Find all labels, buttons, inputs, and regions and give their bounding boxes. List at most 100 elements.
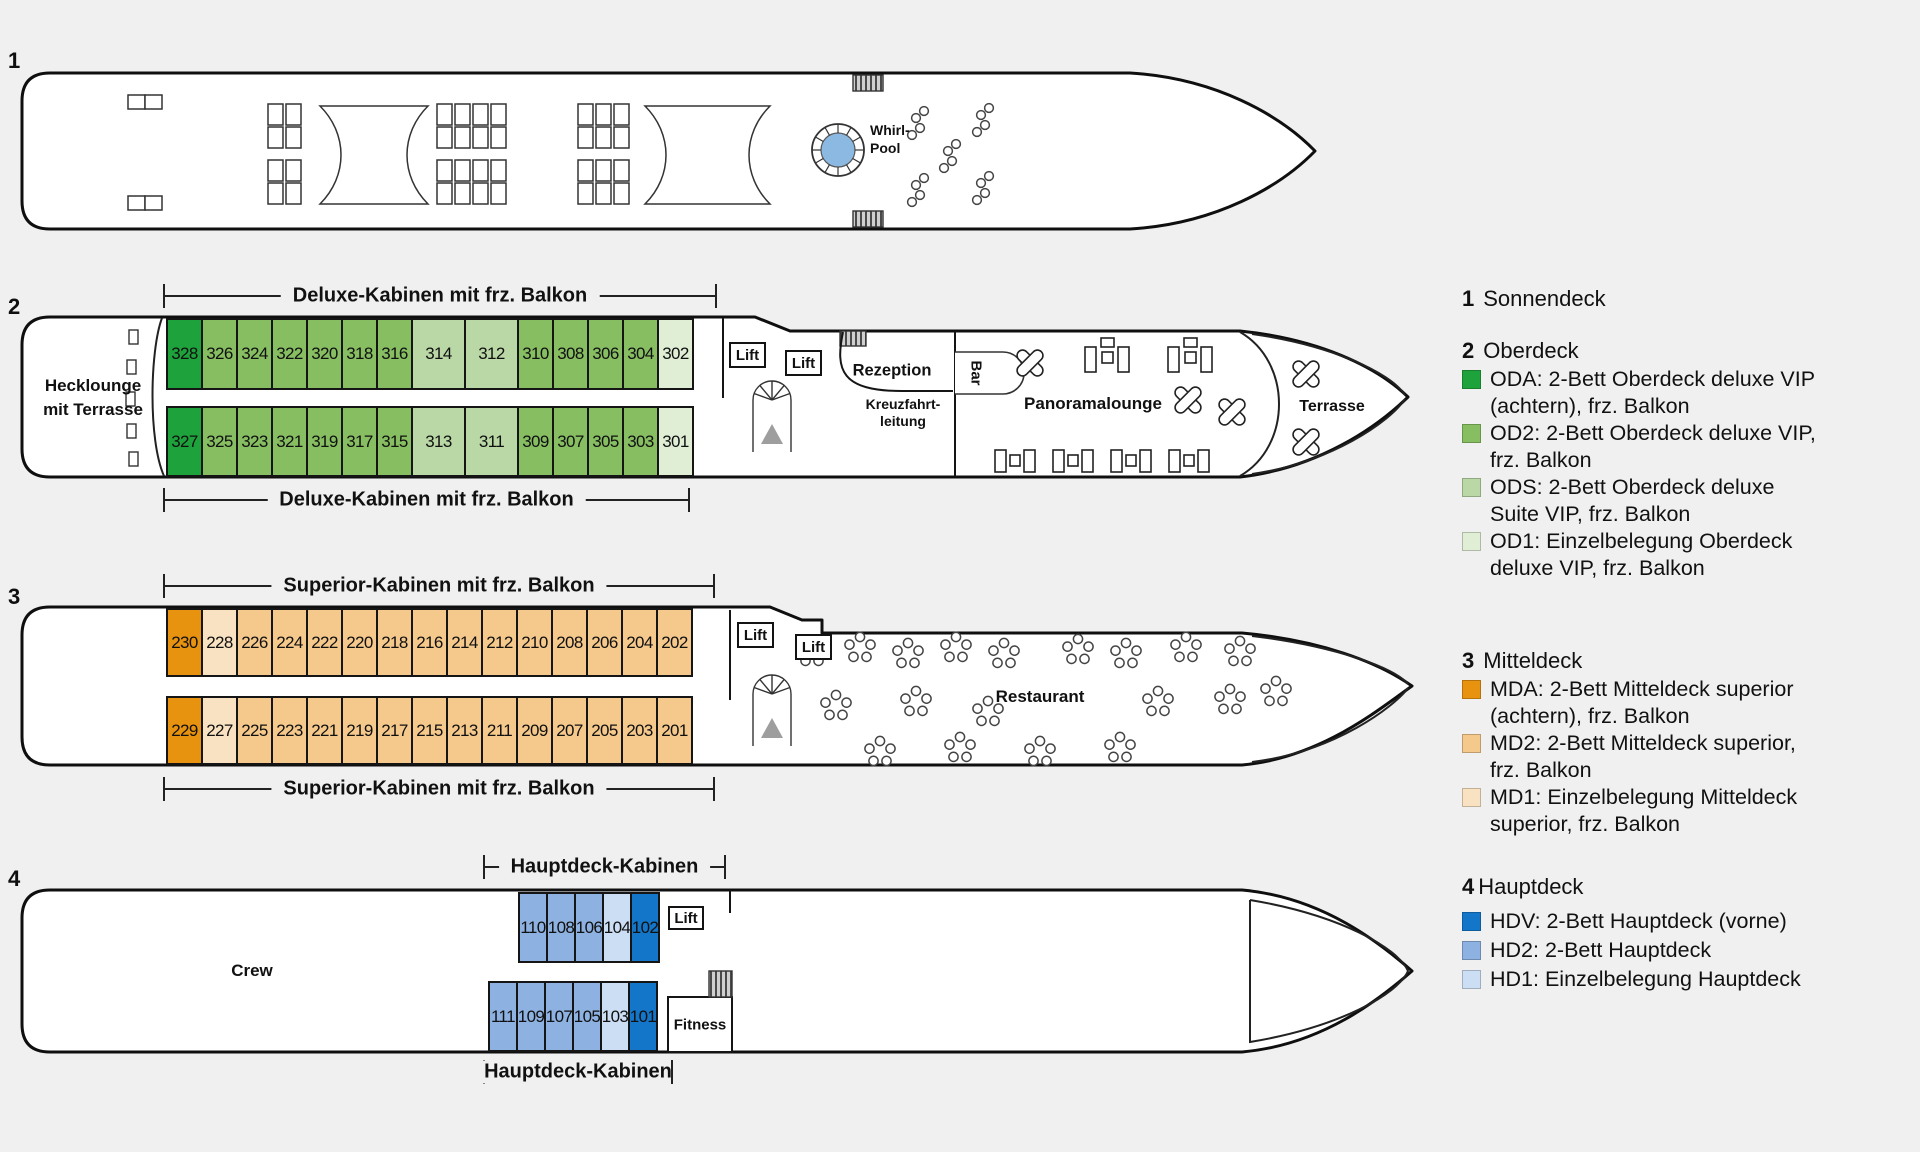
fitness-label: Fitness	[673, 1016, 727, 1034]
stairs-icon	[839, 330, 867, 347]
terrasse-divider	[1239, 331, 1280, 477]
panoramalounge-label: Panoramalounge	[1024, 394, 1162, 413]
cabin-306: 306	[587, 318, 624, 390]
cabin-228: 228	[201, 608, 238, 677]
cabin-207: 207	[551, 696, 588, 765]
cabin-322: 322	[271, 318, 308, 390]
deck2-label-top: Deluxe-Kabinen mit frz. Balkon	[280, 284, 600, 308]
dimension-bracket: Hauptdeck-Kabinen	[483, 855, 726, 879]
cabin-number: 311	[478, 431, 505, 451]
cabin-number: 109	[517, 1006, 545, 1026]
lift-box: Lift	[737, 622, 774, 648]
cabin-number: 219	[346, 720, 373, 740]
bar-label: Bar	[967, 360, 985, 386]
dimension-bracket: Deluxe-Kabinen mit frz. Balkon	[163, 284, 717, 308]
reception-desk	[839, 331, 953, 392]
deck4-hauptdeck	[20, 888, 1414, 1054]
cabin-108: 108	[546, 892, 576, 963]
cabin-number: 110	[520, 917, 546, 937]
cabin-110: 110	[518, 892, 548, 963]
stairs-icon	[708, 970, 733, 998]
cabin-number: 324	[241, 344, 268, 363]
lift-box: Lift	[795, 634, 832, 660]
legend-chip-md2	[1462, 734, 1481, 753]
legend-deck2-num: 2	[1462, 338, 1475, 363]
legend-text: (achtern), frz. Balkon	[1490, 394, 1690, 418]
cabin-107: 107	[544, 981, 574, 1052]
cabin-number: 316	[381, 344, 408, 363]
bar-counter	[955, 351, 1025, 395]
cabin-224: 224	[271, 608, 308, 677]
cabin-203: 203	[621, 696, 658, 765]
awning-icon	[318, 105, 430, 205]
hecklounge-divider	[151, 317, 165, 477]
deck3-label-top: Superior-Kabinen mit frz. Balkon	[271, 574, 607, 598]
cabin-number: 218	[381, 632, 408, 652]
lift-box: Lift	[785, 350, 822, 376]
cabin-number: 222	[311, 632, 338, 652]
cabin-313: 313	[411, 406, 466, 477]
legend-chip-hd1	[1462, 970, 1481, 989]
cabin-number: 210	[521, 632, 548, 652]
awning-icon	[643, 105, 772, 205]
cabin-number: 306	[592, 344, 619, 363]
cabin-number: 308	[557, 344, 584, 363]
legend-deck1-name: Sonnendeck	[1483, 286, 1606, 311]
cabin-number: 227	[206, 720, 233, 740]
cabin-number: 318	[346, 344, 373, 363]
cabin-number: 206	[591, 632, 618, 652]
cabin-number: 101	[629, 1006, 657, 1026]
legend-chip-od1	[1462, 532, 1481, 551]
cabin-327: 327	[166, 406, 203, 477]
legend-chip-hdv	[1462, 912, 1481, 931]
cabin-number: 230	[171, 632, 198, 652]
cabin-311: 311	[464, 406, 519, 477]
legend-item-hd2: HD2: 2-Bett Hauptdeck	[1462, 937, 1918, 964]
cabin-216: 216	[411, 608, 448, 677]
cabin-309: 309	[517, 406, 554, 477]
dimension-bracket: Superior-Kabinen mit frz. Balkon	[163, 574, 715, 598]
terrasse-label: Terrasse	[1299, 398, 1365, 415]
cabin-316: 316	[376, 318, 413, 390]
legend-item-oda: ODA: 2-Bett Oberdeck deluxe VIP(achtern)…	[1462, 366, 1918, 420]
legend-item-mda: MDA: 2-Bett Mitteldeck superior(achtern)…	[1462, 676, 1918, 730]
kreuzfahrtleitung-label-line1: Kreuzfahrt-	[865, 396, 941, 412]
cabin-number: 323	[241, 431, 268, 451]
cabin-213: 213	[446, 696, 483, 765]
cabin-325: 325	[201, 406, 238, 477]
cabin-number: 207	[556, 720, 583, 740]
cabin-number: 307	[557, 431, 584, 451]
cabin-301: 301	[657, 406, 694, 477]
legend-deck2-name: Oberdeck	[1483, 338, 1579, 363]
cabin-number: 322	[276, 344, 303, 363]
cabin-number: 314	[425, 344, 452, 363]
cabin-number: 201	[661, 720, 688, 740]
legend-chip-hd2	[1462, 941, 1481, 960]
cabin-number: 214	[451, 632, 478, 652]
cabin-202: 202	[656, 608, 693, 677]
deck1-number: 1	[8, 48, 21, 73]
legend-deck3-num: 3	[1462, 648, 1475, 673]
cabin-104: 104	[602, 892, 632, 963]
cabin-number: 205	[591, 720, 618, 740]
legend-item-hdv: HDV: 2-Bett Hauptdeck (vorne)	[1462, 908, 1918, 935]
legend-text: deluxe VIP, frz. Balkon	[1490, 556, 1705, 580]
deck2-label-bottom: Deluxe-Kabinen mit frz. Balkon	[267, 488, 586, 512]
spiral-stairs-icon	[752, 674, 792, 746]
cabin-number: 103	[601, 1006, 629, 1026]
rezeption-label: Rezeption	[852, 361, 932, 380]
cabin-number: 108	[547, 917, 575, 937]
legend-deck3-name: Mitteldeck	[1483, 648, 1583, 673]
cabin-215: 215	[411, 696, 448, 765]
cabin-304: 304	[622, 318, 659, 390]
cabin-221: 221	[306, 696, 343, 765]
cabin-number: 310	[522, 344, 549, 363]
deck3-label-bottom: Superior-Kabinen mit frz. Balkon	[271, 777, 607, 801]
